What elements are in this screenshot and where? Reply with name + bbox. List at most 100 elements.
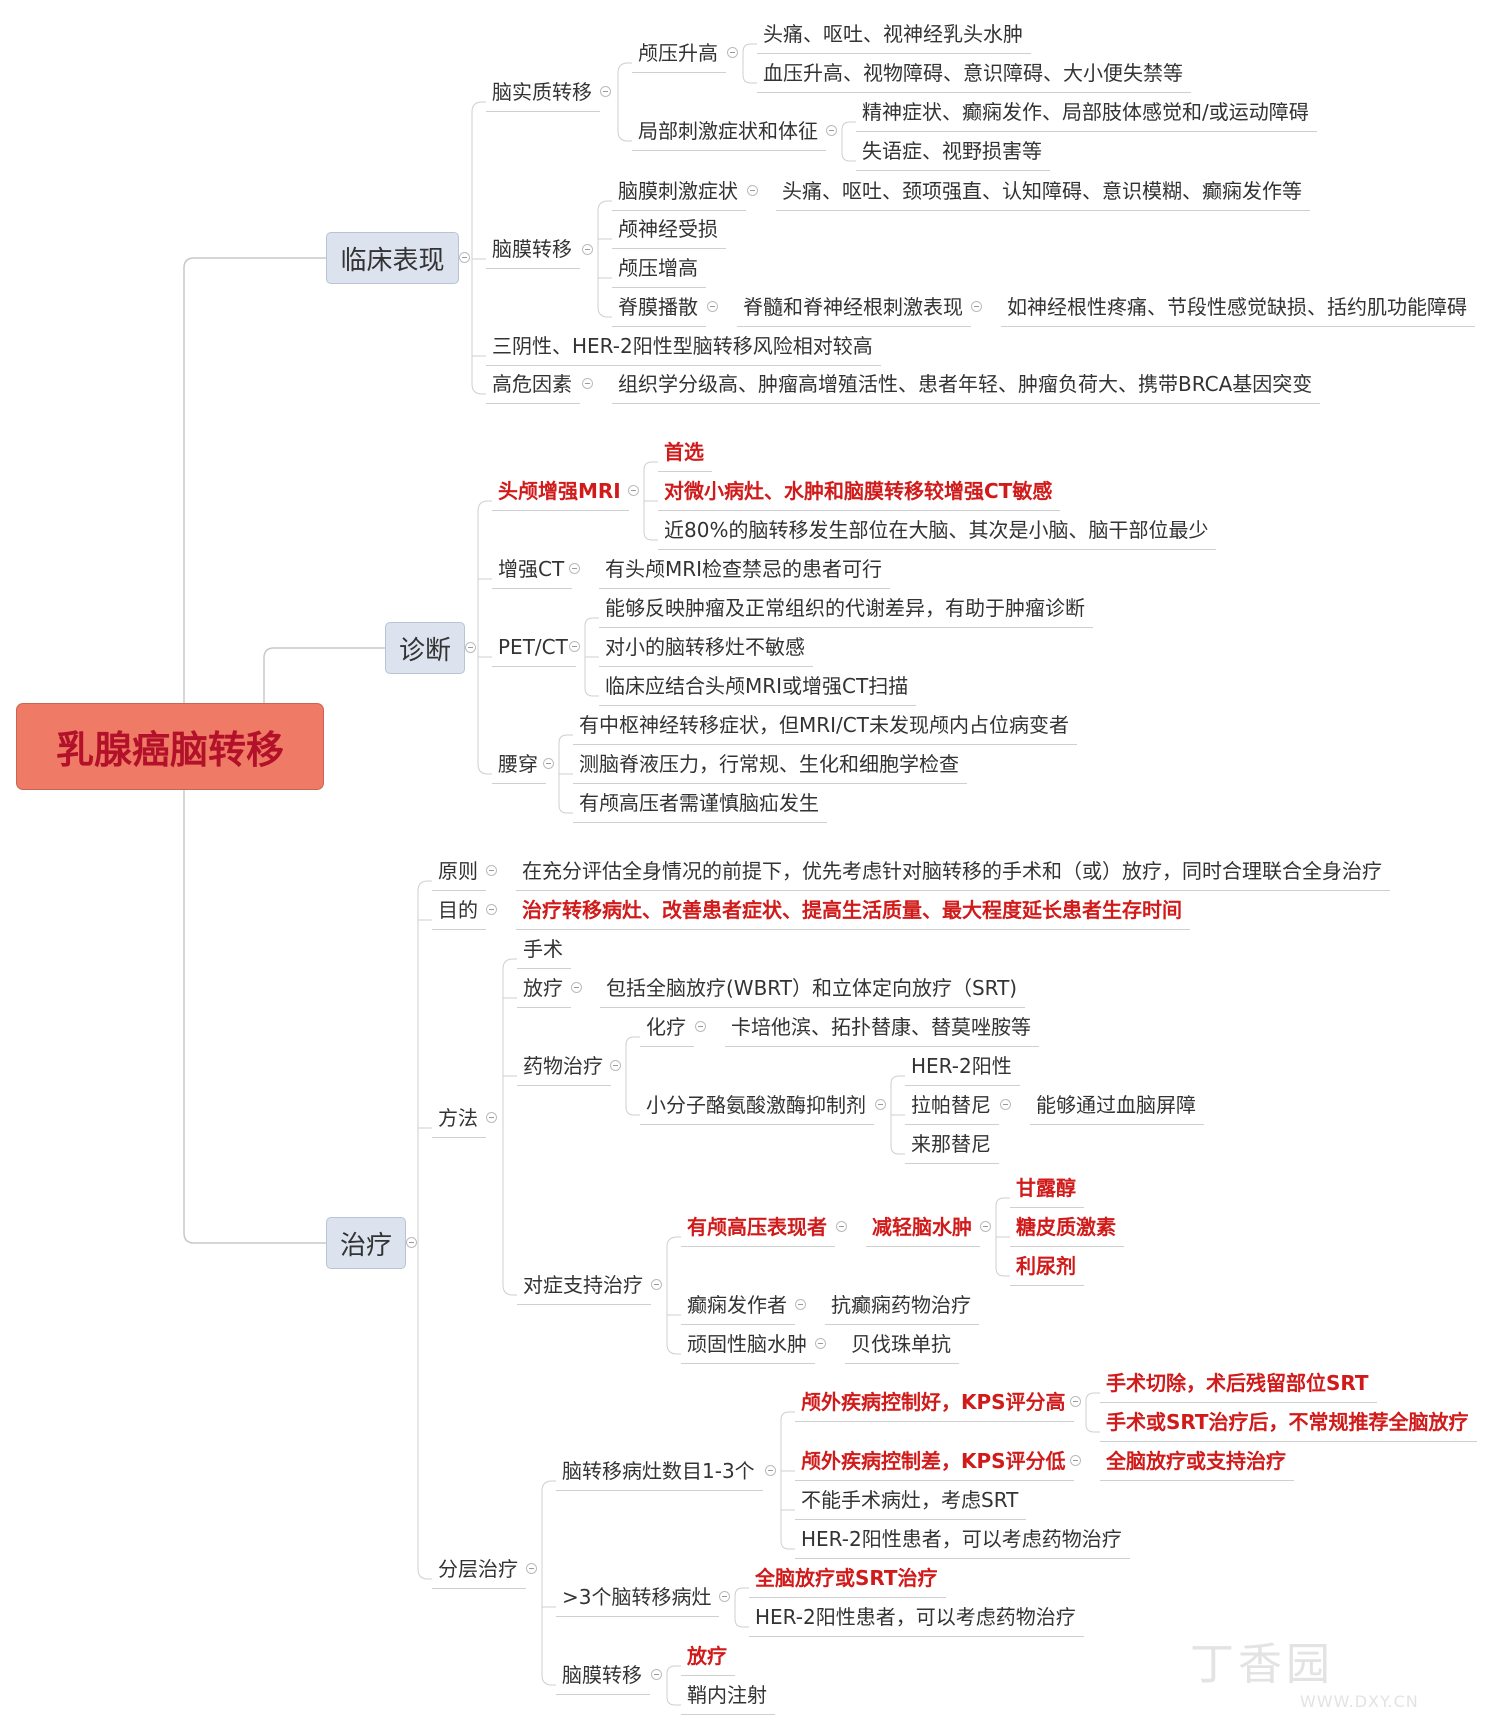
node-local[interactable]: 局部刺激症状和体征 <box>632 121 826 151</box>
node-mening-irrit-1[interactable]: 头痛、呕吐、颈项强直、认知障碍、意识模糊、癫痫发作等 <box>776 181 1310 211</box>
node-lp-1[interactable]: 有中枢神经转移症状，但MRI/CT未发现颅内占位病变者 <box>573 715 1077 745</box>
node-ct-1[interactable]: 有头颅MRI检查禁忌的患者可行 <box>599 559 891 589</box>
category-clinical[interactable]: 临床表现 <box>326 232 459 284</box>
collapse-icon[interactable] <box>582 378 593 389</box>
collapse-icon[interactable] <box>628 485 639 496</box>
collapse-icon[interactable] <box>571 982 582 993</box>
collapse-icon[interactable] <box>486 1112 497 1123</box>
node-goal[interactable]: 目的 <box>432 900 486 930</box>
node-tki[interactable]: 小分子酪氨酸激酶抑制剂 <box>640 1095 874 1125</box>
node-parenchymal[interactable]: 脑实质转移 <box>486 82 600 112</box>
collapse-icon[interactable] <box>719 1591 730 1602</box>
collapse-icon[interactable] <box>980 1221 991 1232</box>
root-topic[interactable]: 乳腺癌脑转移 <box>16 703 324 790</box>
collapse-icon[interactable] <box>727 47 738 58</box>
node-ich-1[interactable]: 减轻脑水肿 <box>866 1217 980 1247</box>
node-lp-2[interactable]: 测脑脊液压力，行常规、生化和细胞学检查 <box>573 754 967 784</box>
node-surgery[interactable]: 手术 <box>517 939 571 969</box>
collapse-icon[interactable] <box>610 1060 621 1071</box>
node-ich-1b[interactable]: 糖皮质激素 <box>1010 1217 1124 1247</box>
node-s1-bad[interactable]: 颅外疾病控制差，KPS评分低 <box>795 1451 1074 1481</box>
node-goal-1[interactable]: 治疗转移病灶、改善患者症状、提高生活质量、最大程度延长患者生存时间 <box>516 900 1190 930</box>
node-icp[interactable]: 颅压升高 <box>632 43 726 73</box>
node-s2-2[interactable]: HER-2阳性患者，可以考虑药物治疗 <box>749 1607 1084 1637</box>
node-edema-1[interactable]: 贝伐珠单抗 <box>845 1334 959 1364</box>
node-s1[interactable]: 脑转移病灶数目1-3个 <box>556 1461 763 1491</box>
collapse-icon[interactable] <box>747 185 758 196</box>
collapse-icon[interactable] <box>875 1099 886 1110</box>
node-icp-1[interactable]: 头痛、呕吐、视神经乳头水肿 <box>757 24 1031 54</box>
node-ich-1c[interactable]: 利尿剂 <box>1010 1256 1084 1286</box>
node-s1-good[interactable]: 颅外疾病控制好，KPS评分高 <box>795 1392 1074 1422</box>
node-icp-2[interactable]: 血压升高、视物障碍、意识障碍、大小便失禁等 <box>757 63 1191 93</box>
collapse-icon[interactable] <box>765 1465 776 1476</box>
collapse-icon[interactable] <box>459 252 470 263</box>
collapse-icon[interactable] <box>651 1669 662 1680</box>
collapse-icon[interactable] <box>707 301 718 312</box>
collapse-icon[interactable] <box>815 1338 826 1349</box>
node-s3[interactable]: 脑膜转移 <box>556 1665 650 1695</box>
node-mri-3[interactable]: 近80%的脑转移发生部位在大脑、其次是小脑、脑干部位最少 <box>658 520 1217 550</box>
collapse-icon[interactable] <box>582 244 593 255</box>
node-s3-1[interactable]: 放疗 <box>681 1646 735 1676</box>
node-subtype[interactable]: 三阴性、HER-2阳性型脑转移风险相对较高 <box>486 336 881 366</box>
node-local-2[interactable]: 失语症、视野损害等 <box>856 141 1050 171</box>
node-chemo-1[interactable]: 卡培他滨、拓扑替康、替莫唑胺等 <box>725 1017 1039 1047</box>
node-local-1[interactable]: 精神症状、癫痫发作、局部肢体感觉和/或运动障碍 <box>856 102 1317 132</box>
collapse-icon[interactable] <box>526 1563 537 1574</box>
node-s1-3[interactable]: 不能手术病灶，考虑SRT <box>795 1490 1027 1520</box>
collapse-icon[interactable] <box>543 758 554 769</box>
node-radio[interactable]: 放疗 <box>517 978 571 1008</box>
collapse-icon[interactable] <box>486 865 497 876</box>
node-ct[interactable]: 增强CT <box>492 559 573 589</box>
collapse-icon[interactable] <box>836 1221 847 1232</box>
node-meningeal[interactable]: 脑膜转移 <box>486 239 580 269</box>
node-mri-2[interactable]: 对微小病灶、水肿和脑膜转移较增强CT敏感 <box>658 481 1061 511</box>
node-epi-1[interactable]: 抗癫痫药物治疗 <box>825 1295 979 1325</box>
node-ich[interactable]: 有颅高压表现者 <box>681 1217 835 1247</box>
collapse-icon[interactable] <box>486 904 497 915</box>
collapse-icon[interactable] <box>651 1279 662 1290</box>
node-mening-irrit[interactable]: 脑膜刺激症状 <box>612 181 746 211</box>
collapse-icon[interactable] <box>569 563 580 574</box>
node-pet[interactable]: PET/CT <box>492 637 576 667</box>
node-s2-1[interactable]: 全脑放疗或SRT治疗 <box>749 1568 946 1598</box>
node-s1-4[interactable]: HER-2阳性患者，可以考虑药物治疗 <box>795 1529 1130 1559</box>
node-icp2[interactable]: 颅压增高 <box>612 258 706 288</box>
node-cranial[interactable]: 颅神经受损 <box>612 219 726 249</box>
collapse-icon[interactable] <box>826 125 837 136</box>
node-s3-2[interactable]: 鞘内注射 <box>681 1685 775 1715</box>
node-radio-1[interactable]: 包括全脑放疗(WBRT）和立体定向放疗（SRT) <box>600 978 1026 1008</box>
node-pet-3[interactable]: 临床应结合头颅MRI或增强CT扫描 <box>599 676 917 706</box>
collapse-icon[interactable] <box>695 1021 706 1032</box>
node-chemo[interactable]: 化疗 <box>640 1017 694 1047</box>
node-strat[interactable]: 分层治疗 <box>432 1559 526 1589</box>
collapse-icon[interactable] <box>1000 1099 1011 1110</box>
node-spinal[interactable]: 脊膜播散 <box>612 297 706 327</box>
node-tki-1[interactable]: HER-2阳性 <box>905 1056 1020 1086</box>
node-principle[interactable]: 原则 <box>432 861 486 891</box>
category-treatment[interactable]: 治疗 <box>326 1217 406 1269</box>
node-edema[interactable]: 顽固性脑水肿 <box>681 1334 815 1364</box>
node-spinal-1[interactable]: 脊髓和脊神经根刺激表现 <box>737 297 971 327</box>
category-diagnosis[interactable]: 诊断 <box>385 622 465 674</box>
node-mri[interactable]: 头颅增强MRI <box>492 481 629 511</box>
node-method[interactable]: 方法 <box>432 1108 486 1138</box>
node-tki-2[interactable]: 拉帕替尼 <box>905 1095 999 1125</box>
collapse-icon[interactable] <box>600 86 611 97</box>
node-s2[interactable]: >3个脑转移病灶 <box>556 1587 720 1617</box>
node-spinal-2[interactable]: 如神经根性疼痛、节段性感觉缺损、括约肌功能障碍 <box>1001 297 1475 327</box>
node-s1-good-2[interactable]: 手术或SRT治疗后，不常规推荐全脑放疗 <box>1100 1412 1477 1442</box>
collapse-icon[interactable] <box>795 1299 806 1310</box>
node-principle-1[interactable]: 在充分评估全身情况的前提下，优先考虑针对脑转移的手术和（或）放疗，同时合理联合全… <box>516 861 1390 891</box>
node-tki-3[interactable]: 来那替尼 <box>905 1134 999 1164</box>
node-drug[interactable]: 药物治疗 <box>517 1056 611 1086</box>
node-s1-bad-1[interactable]: 全脑放疗或支持治疗 <box>1100 1451 1294 1481</box>
node-epi[interactable]: 癫痫发作者 <box>681 1295 795 1325</box>
node-ich-1a[interactable]: 甘露醇 <box>1010 1178 1084 1208</box>
collapse-icon[interactable] <box>406 1237 417 1248</box>
node-lp[interactable]: 腰穿 <box>492 754 546 784</box>
node-risk[interactable]: 高危因素 <box>486 374 580 404</box>
node-lp-3[interactable]: 有颅高压者需谨慎脑疝发生 <box>573 793 827 823</box>
node-pet-1[interactable]: 能够反映肿瘤及正常组织的代谢差异，有助于肿瘤诊断 <box>599 598 1093 628</box>
